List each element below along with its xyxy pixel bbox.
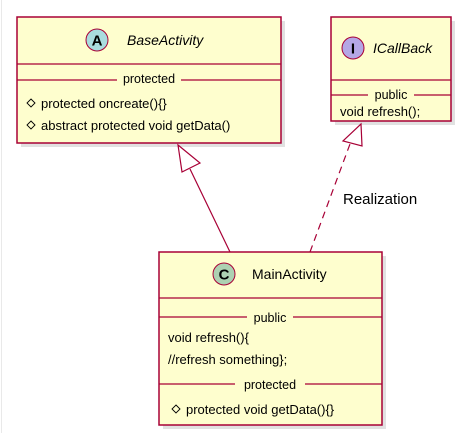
section-label-public: public [375,88,408,102]
section-label-bg [235,377,305,391]
section-label-bg [368,87,414,101]
realization-arrow[interactable]: Realization [309,122,417,253]
member-method: protected void getData(){} [186,402,335,417]
protected-visibility-icon [26,98,36,108]
class-base-activity[interactable]: A BaseActivity protected protected oncre… [16,16,285,147]
generalization-arrow[interactable] [177,143,231,253]
class-name: BaseActivity [127,32,204,48]
member-method: protected oncreate(){} [41,96,167,111]
class-box [158,251,383,426]
member-method: void refresh(){ [168,330,250,345]
member-method: //refresh something}; [168,352,287,367]
protected-visibility-icon [171,404,181,414]
inheritance-line [189,168,231,253]
section-label-protected: protected [123,72,175,86]
interface-badge-icon [341,36,365,60]
section-label-bg [117,72,181,86]
section-label-bg [247,310,293,324]
interface-icallback[interactable]: I ICallBack public void refresh(); [330,16,455,125]
realization-arrowhead-icon [341,122,363,147]
section-label-public: public [254,311,287,325]
class-box [330,16,452,122]
class-badge-icon [212,262,236,286]
class-name: MainActivity [252,266,327,282]
section-label-protected: protected [244,378,296,392]
realization-label: Realization [343,191,417,208]
class-main-activity[interactable]: C MainActivity public void refresh(){ //… [158,251,386,429]
interface-badge-letter: I [351,41,355,58]
class-badge-letter: C [219,267,230,284]
abstract-badge-letter: A [92,33,103,50]
class-name: ICallBack [373,40,433,56]
member-method: abstract protected void getData() [41,118,230,133]
protected-visibility-icon [26,120,36,130]
abstract-badge-icon [85,28,109,52]
left-edge-line [1,0,2,433]
member-method: void refresh(); [340,104,420,119]
inheritance-arrowhead-icon [177,143,202,173]
